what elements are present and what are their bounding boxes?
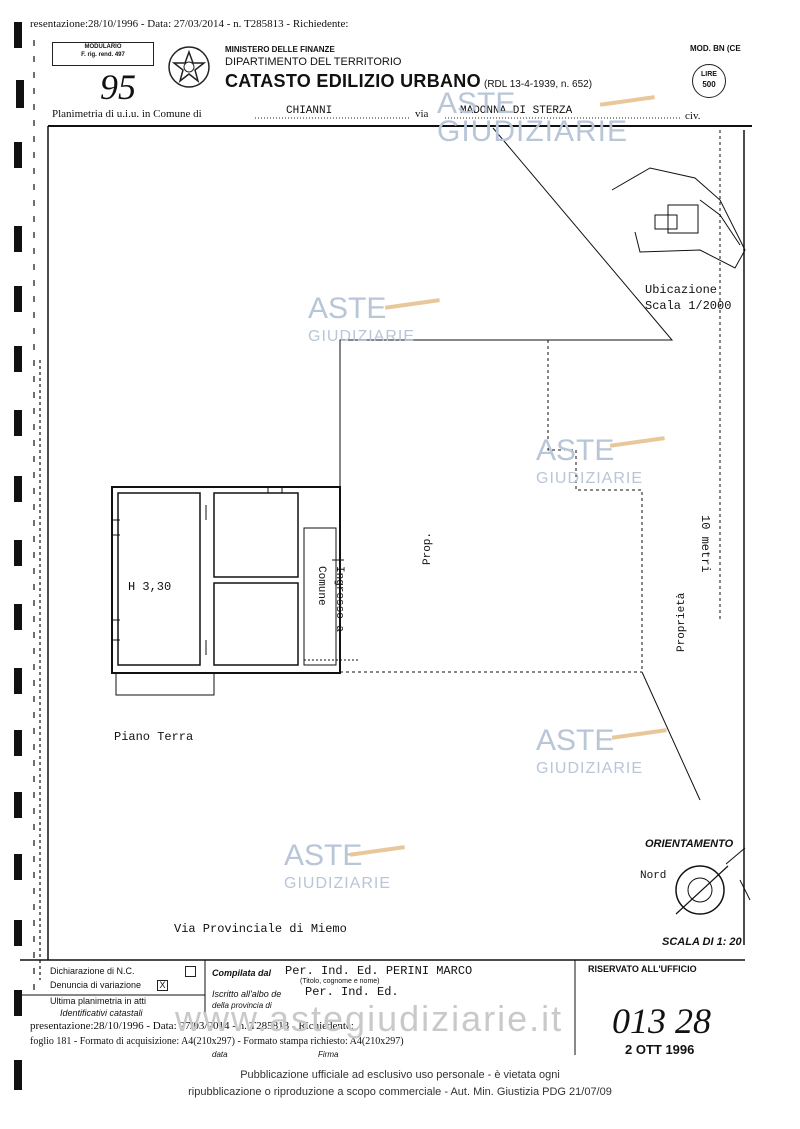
- gavel-icon: [610, 436, 665, 448]
- footer-grid: [20, 959, 745, 1055]
- wm-giudiziarie: GIUDIZIARIE: [536, 470, 644, 487]
- riservato-label: RISERVATO ALL'UFFICIO: [588, 964, 697, 974]
- publication-notice-2: ripubblicazione o riproduzione a scopo c…: [188, 1086, 612, 1098]
- modulario-box: MODULARIO F. rig. rend. 497: [52, 42, 154, 66]
- via-provinciale-label: Via Provinciale di Miemo: [174, 922, 347, 936]
- gavel-icon: [385, 298, 440, 310]
- nord-label: Nord: [640, 870, 667, 882]
- denuncia-label: Denuncia di variazione: [50, 980, 142, 990]
- room-height-label: H 3,30: [128, 580, 172, 594]
- firma-label: Firma: [318, 1050, 339, 1059]
- via-label: via: [415, 108, 429, 120]
- ministry-name: MINISTERO DELLE FINANZE: [225, 45, 335, 54]
- overprint-format: foglio 181 - Formato di acquisizione: A4…: [30, 1036, 404, 1047]
- handwritten-number: 95: [100, 67, 136, 107]
- iscritto-label: Iscritto all'albo de: [212, 989, 282, 999]
- republic-emblem-icon: [168, 46, 210, 88]
- lire-stamp: LIRE 500: [692, 64, 726, 98]
- denuncia-variazione: Denuncia di variazione X: [50, 980, 169, 992]
- compilata-label: Compilata dal: [212, 968, 272, 978]
- rdl-reference: (RDL 13-4-1939, n. 652): [484, 79, 593, 90]
- ten-metri-label: 10 metri: [698, 515, 712, 573]
- wm-aste: ASTE: [536, 724, 615, 757]
- planimetria-label: Planimetria di u.i.u. in Comune di: [52, 108, 202, 120]
- dichiarazione-nc: Dichiarazione di N.C.: [50, 966, 196, 978]
- comune-value: CHIANNI: [286, 105, 333, 117]
- wm-aste: ASTE: [437, 87, 516, 120]
- piano-terra-label: Piano Terra: [114, 730, 194, 744]
- lire-label: LIRE: [701, 71, 717, 78]
- compilata-value: Per. Ind. Ed. PERINI MARCO: [285, 964, 473, 978]
- ubicazione-label: Ubicazione: [645, 283, 718, 297]
- header-dots: [255, 117, 680, 119]
- aste-watermark: ASTE GIUDIZIARIE: [536, 724, 644, 783]
- denuncia-checkbox: X: [157, 980, 169, 992]
- identificativi-catastali: Identificativi catastali: [60, 1008, 143, 1018]
- lire-value: 500: [702, 80, 716, 89]
- dichiarazione-checkbox: [184, 966, 196, 978]
- wm-giudiziarie: GIUDIZIARIE: [536, 760, 644, 777]
- publication-notice-1: Pubblicazione ufficiale ad esclusivo uso…: [240, 1069, 560, 1081]
- presentation-line: resentazione:28/10/1996 - Data: 27/03/20…: [30, 18, 349, 30]
- dichiarazione-label: Dichiarazione di N.C.: [50, 966, 135, 976]
- titolo-note: (Titolo, cognome e nome): [300, 978, 380, 985]
- ingresso-label: Ingresso a: [333, 566, 345, 633]
- via-value: MADONNA DI STERZA: [460, 105, 573, 117]
- aste-watermark: ASTE GIUDIZIARIE: [308, 292, 416, 351]
- floor-plan-drawing: [47, 125, 752, 960]
- planimetria-atti: Ultima planimetria in atti: [50, 996, 147, 1006]
- binding-margin: [14, 22, 41, 1090]
- gavel-icon: [612, 728, 667, 740]
- iscritto-value: Per. Ind. Ed.: [305, 985, 399, 999]
- web-watermark: www.astegiudiziarie.it: [175, 998, 564, 1039]
- scala-label: SCALA DI 1: 20: [662, 936, 742, 948]
- civ-label: civ.: [685, 110, 701, 122]
- proprieta-label: Proprietà: [676, 592, 688, 652]
- gavel-icon: [600, 95, 655, 107]
- wm-aste: ASTE: [536, 434, 615, 467]
- wm-giudiziarie: GIUDIZIARIE: [437, 115, 629, 148]
- prop-label: Prop.: [422, 531, 434, 565]
- modulario-sub: F. rig. rend. 497: [81, 52, 125, 58]
- scala-2000-label: Scala 1/2000: [645, 299, 732, 313]
- orientamento-label: ORIENTAMENTO: [645, 838, 734, 850]
- department-name: DIPARTIMENTO DEL TERRITORIO: [225, 56, 402, 68]
- aste-watermark: ASTE GIUDIZIARIE: [536, 434, 644, 493]
- aste-watermark: ASTE GIUDIZIARIE: [437, 87, 629, 148]
- wm-aste: ASTE: [308, 292, 387, 325]
- modulario-label: MODULARIO: [84, 44, 122, 50]
- wm-giudiziarie: GIUDIZIARIE: [308, 328, 416, 345]
- gavel-icon: [350, 845, 405, 857]
- aste-watermark: ASTE GIUDIZIARIE: [284, 839, 392, 898]
- comune-area-label: Comune: [315, 566, 327, 606]
- office-date-stamp: 2 OTT 1996: [625, 1042, 695, 1057]
- wm-aste: ASTE: [284, 839, 363, 872]
- overprint-presentation: presentazione:28/10/1996 - Data: 27/03/2…: [30, 1020, 354, 1032]
- office-number: 013 28: [612, 1001, 711, 1041]
- provincia-label: della provincia di: [212, 1001, 272, 1010]
- data-label: data: [212, 1050, 228, 1059]
- mod-code: MOD. BN (CE: [690, 44, 741, 53]
- wm-giudiziarie: GIUDIZIARIE: [284, 875, 392, 892]
- catasto-title: CATASTO EDILIZIO URBANO: [225, 71, 481, 91]
